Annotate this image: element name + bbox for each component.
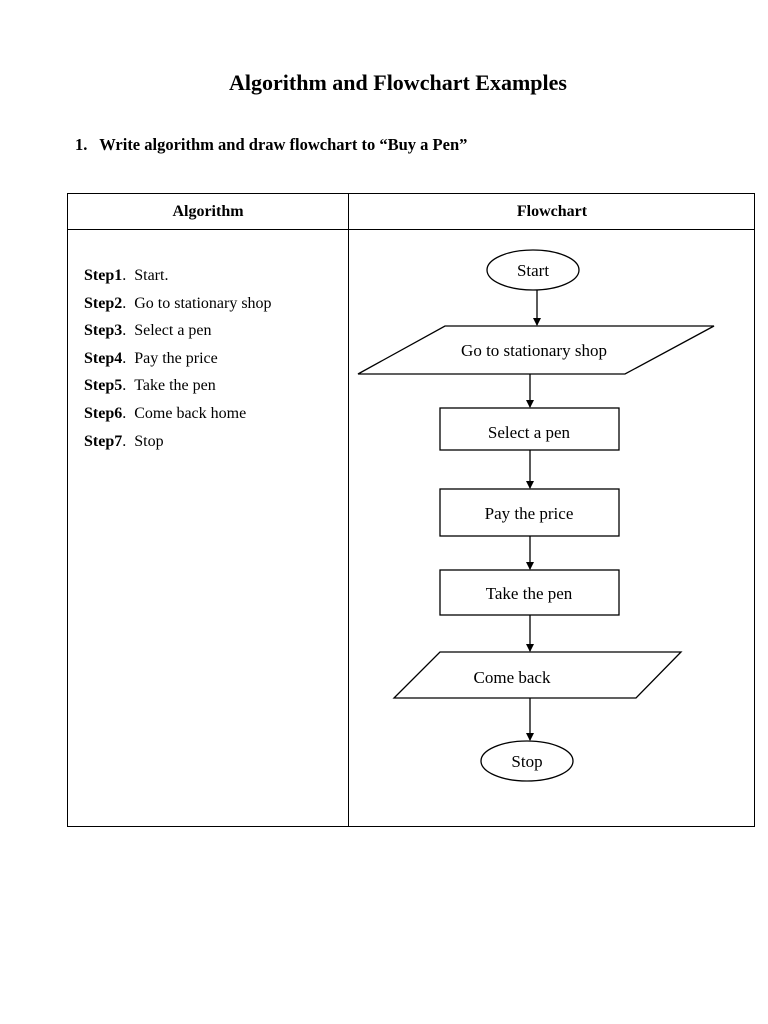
- step-text: Stop: [134, 432, 164, 450]
- step-text: Take the pen: [134, 377, 216, 395]
- node-label: Select a pen: [488, 423, 571, 442]
- algorithm-steps-list: Step1. Start. Step2. Go to stationary sh…: [84, 262, 272, 455]
- algorithm-column-header: Algorithm: [172, 203, 244, 220]
- step-label: Step1: [84, 267, 123, 284]
- column-divider: [348, 194, 349, 826]
- process-box-shape: [439, 569, 620, 616]
- start-terminal-node: Start: [486, 249, 580, 291]
- io-parallelogram-shape: [357, 325, 715, 375]
- algorithm-step: Step7. Stop: [84, 432, 164, 450]
- stop-terminal-node: Stop: [480, 740, 574, 782]
- algorithm-step: Step4. Pay the price: [84, 349, 218, 367]
- node-label: Stop: [511, 752, 542, 771]
- step-text: Select a pen: [134, 322, 212, 340]
- document-title: Algorithm and Flowchart Examples: [229, 70, 567, 95]
- step-label: Step2: [84, 294, 123, 312]
- question-number: 1.: [75, 135, 88, 154]
- process-box-shape: [439, 407, 620, 451]
- algorithm-flowchart-table: Algorithm Flowchart Step1. Start. Step2.…: [67, 193, 755, 827]
- select-pen-process-node: Select a pen: [439, 407, 620, 451]
- node-label: Take the pen: [486, 584, 573, 603]
- algorithm-step: Step3. Select a pen: [84, 322, 212, 340]
- algorithm-step: Step2. Go to stationary shop: [84, 294, 272, 312]
- question-text: Write algorithm and draw flowchart to “B…: [99, 135, 468, 154]
- step-text: Pay the price: [134, 349, 218, 367]
- take-pen-process-node: Take the pen: [439, 569, 620, 616]
- question-heading: 1. Write algorithm and draw flowchart to…: [75, 135, 467, 155]
- io-parallelogram-shape: [392, 651, 683, 699]
- step-label: Step3: [84, 322, 123, 340]
- step-text: Start.: [134, 267, 169, 284]
- step-text: Go to stationary shop: [134, 294, 272, 312]
- flowchart-column-header: Flowchart: [516, 203, 588, 220]
- algorithm-step: Step5. Take the pen: [84, 377, 216, 395]
- process-box-shape: [439, 488, 620, 537]
- header-divider: [68, 229, 754, 230]
- node-label: Go to stationary shop: [461, 341, 607, 360]
- node-label: Pay the price: [485, 504, 574, 523]
- step-label: Step7: [84, 432, 123, 450]
- step-label: Step6: [84, 404, 123, 422]
- step-label: Step5: [84, 377, 123, 395]
- step-label: Step4: [84, 349, 123, 367]
- node-label: Come back: [474, 668, 551, 687]
- algorithm-step: Step1. Start.: [84, 267, 169, 284]
- pay-price-process-node: Pay the price: [439, 488, 620, 537]
- go-to-shop-io-node: Go to stationary shop: [357, 325, 715, 375]
- algorithm-step: Step6. Come back home: [84, 404, 247, 422]
- terminal-shape: [486, 249, 580, 291]
- node-label: Start: [517, 261, 549, 280]
- terminal-shape: [480, 740, 574, 782]
- step-text: Come back home: [134, 404, 247, 422]
- come-back-io-node: Come back: [392, 651, 683, 699]
